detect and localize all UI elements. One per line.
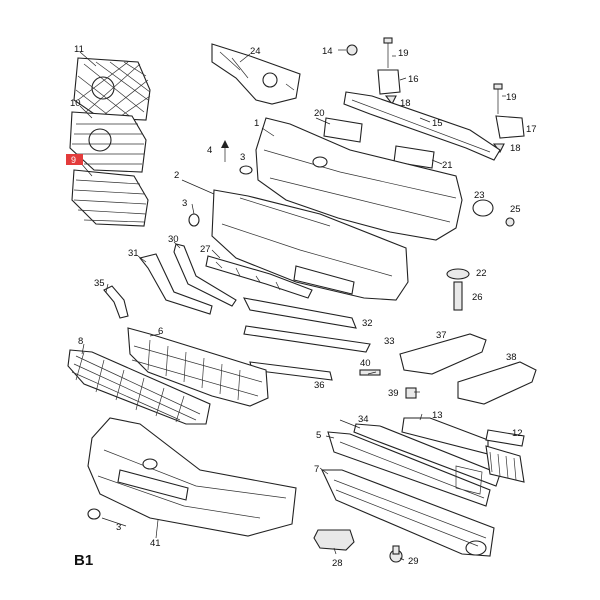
callout-13: 13 [432,410,443,421]
bumper-2[interactable] [211,189,409,301]
bracket-27[interactable] [205,255,313,299]
screw-25[interactable] [505,217,515,227]
grille-5[interactable] [327,431,491,507]
callout-22: 22 [476,268,487,279]
callout-10: 10 [70,98,81,109]
spacer-22[interactable] [446,268,470,280]
callout-29: 29 [408,556,419,567]
callout-2: 2 [174,170,179,181]
callout-12: 12 [512,428,523,439]
screw-14[interactable] [346,44,358,56]
callout-25: 25 [510,204,521,215]
callout-11: 11 [74,44,84,55]
callout-18b: 18 [510,143,521,154]
callout-18a: 18 [400,98,411,109]
molding-32[interactable] [243,297,357,329]
callout-36: 36 [314,380,325,391]
air-duct-37[interactable] [399,333,487,375]
fog-lamp-23[interactable] [472,199,494,217]
strip-35[interactable] [103,285,129,319]
callout-19b: 19 [506,92,517,103]
grille-7[interactable] [321,469,495,557]
stud-26[interactable] [453,281,463,311]
plug-3a[interactable] [239,165,253,175]
air-duct-38[interactable] [457,361,537,405]
bumper-cover-1[interactable] [255,117,463,241]
bolt-19b[interactable] [493,83,503,114]
callout-38: 38 [506,352,517,363]
clip-18a[interactable] [384,95,397,106]
impact-beam-15[interactable] [343,91,501,161]
callout-8: 8 [78,336,83,347]
bolt-19a[interactable] [383,37,393,68]
direction-arrow-4 [221,140,229,162]
molding-33[interactable] [243,325,371,353]
callout-32: 32 [362,318,373,329]
panel-12[interactable] [485,429,525,483]
callout-17: 17 [526,124,537,135]
callout-26: 26 [472,292,483,303]
sheet-label: B1 [74,552,93,569]
callout-21: 21 [442,160,453,171]
highlight-9 [66,154,83,165]
callout-35: 35 [94,278,105,289]
molding-34[interactable] [353,423,501,487]
callout-23: 23 [474,190,485,201]
fog-grille-9[interactable] [71,169,149,227]
bracket-21[interactable] [393,145,435,169]
bracket-17[interactable] [495,115,525,139]
callout-31: 31 [128,248,139,259]
callout-20: 20 [314,108,325,119]
callout-3c: 3 [116,522,121,533]
clip-39[interactable] [405,387,417,399]
callout-5: 5 [316,430,321,441]
callout-39: 39 [388,388,399,399]
callout-3b: 3 [182,198,187,209]
callout-4: 4 [207,145,212,156]
screw-29[interactable] [389,545,403,563]
callout-7: 7 [314,464,319,475]
callout-16: 16 [408,74,419,85]
callout-33: 33 [384,336,395,347]
callouts: 11 10 9 24 14 19 16 18 19 17 18 15 20 21… [66,44,537,569]
grille-6[interactable] [127,327,269,407]
screw-40[interactable] [359,369,381,376]
callout-28: 28 [332,558,343,569]
clip-28[interactable] [313,529,355,551]
callout-30: 30 [168,234,179,245]
callout-37: 37 [436,330,447,341]
callout-19a: 19 [398,48,409,59]
honeycomb-grille-8[interactable] [67,349,211,425]
callout-41: 41 [150,538,161,549]
fog-grille-10[interactable] [69,111,147,173]
strip-30[interactable] [173,243,237,307]
leader-lines [79,49,506,561]
plug-3c[interactable] [87,508,101,520]
callout-27: 27 [200,244,211,255]
callout-9: 9 [71,155,76,165]
bracket-20[interactable] [323,117,363,143]
callout-24: 24 [250,46,261,57]
callout-6: 6 [158,326,163,337]
callout-15: 15 [432,118,443,129]
plug-3b[interactable] [188,213,200,227]
fog-grille-11[interactable] [73,57,151,121]
bracket-16[interactable] [377,69,401,95]
strip-31[interactable] [139,253,213,315]
callout-1: 1 [254,118,259,129]
callout-40: 40 [360,358,371,369]
front-bumper-41[interactable] [87,417,297,537]
callout-34: 34 [358,414,369,425]
bracket-24[interactable] [211,43,301,105]
callout-3a: 3 [240,152,245,163]
callout-14: 14 [322,46,333,57]
